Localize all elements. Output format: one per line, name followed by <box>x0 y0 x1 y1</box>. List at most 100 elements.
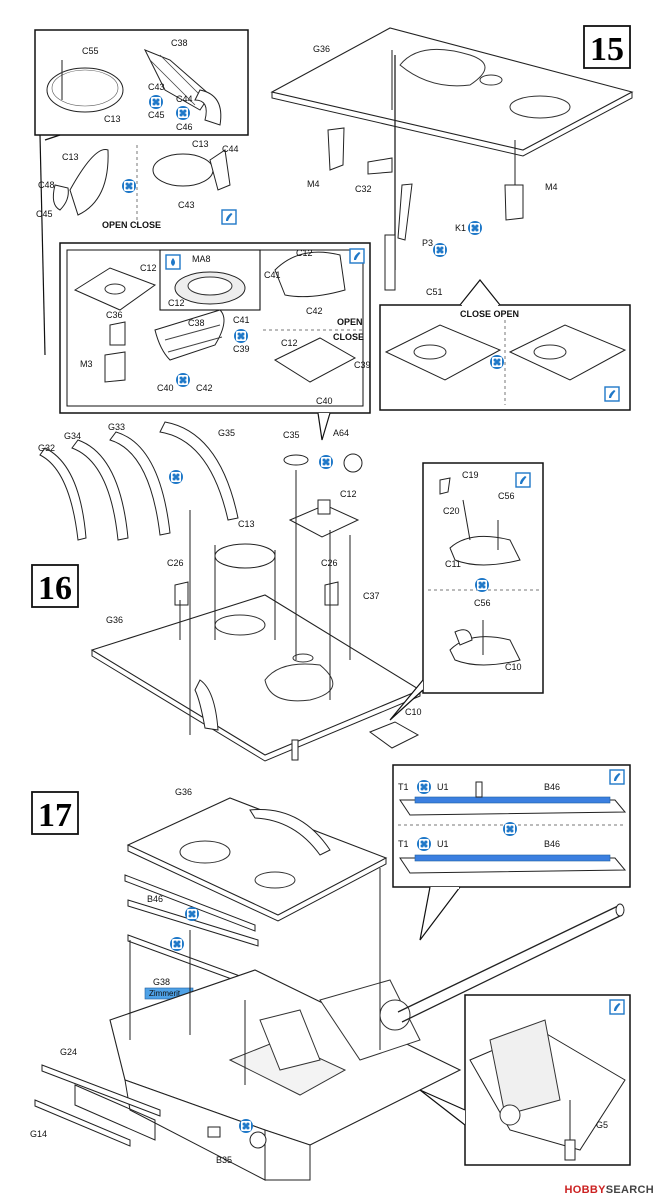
part-ma8-label: MA8 <box>192 254 211 264</box>
part-c13-label: C13 <box>192 139 209 149</box>
part-c35-label: C35 <box>283 430 300 440</box>
step-15-box <box>583 25 631 69</box>
cement-icon <box>176 373 190 387</box>
part-g5-label: G5 <box>596 1120 608 1130</box>
part-a64-label: A64 <box>333 428 349 438</box>
part-c44-label: C44 <box>176 94 193 104</box>
part-c26-label: C26 <box>167 558 184 568</box>
part-c37-label: C37 <box>363 591 380 601</box>
cement-icon <box>185 907 199 921</box>
part-c38-label: C38 <box>171 38 188 48</box>
part-c12-label: C12 <box>140 263 157 273</box>
part-m3-label: M3 <box>80 359 93 369</box>
part-c36-label: C36 <box>106 310 123 320</box>
part-p3-label: P3 <box>422 238 433 248</box>
part-c13-label: C13 <box>238 519 255 529</box>
cement-icon <box>503 822 517 836</box>
part-g33-label: G33 <box>108 422 125 432</box>
open-close-caption: OPEN CLOSE <box>102 220 161 230</box>
part-c55-label: C55 <box>82 46 99 56</box>
part-c45-label: C45 <box>148 110 165 120</box>
part-g32-label: G32 <box>38 443 55 453</box>
cement-icon <box>475 578 489 592</box>
watermark-rest: SEARCH <box>605 1184 654 1196</box>
part-c41-label: C41 <box>264 270 281 280</box>
part-c32-label: C32 <box>355 184 372 194</box>
part-u1-label: U1 <box>437 782 449 792</box>
part-g38-label: G38 <box>153 977 170 987</box>
part-c12-label: C12 <box>168 298 185 308</box>
part-c56-label: C56 <box>474 598 491 608</box>
part-b46-label: B46 <box>544 782 560 792</box>
paint-icon <box>609 999 625 1015</box>
open-label: OPEN <box>337 317 363 327</box>
part-g34-label: G34 <box>64 431 81 441</box>
step-17-box <box>31 791 79 835</box>
part-c10-label: C10 <box>405 707 422 717</box>
part-c19-label: C19 <box>462 470 479 480</box>
rail-b46-highlight <box>414 854 611 862</box>
part-c39-label: C39 <box>233 344 250 354</box>
part-c43-label: C43 <box>178 200 195 210</box>
cement-icon <box>122 179 136 193</box>
zimmerit-tag-text: Zimmerit <box>149 989 181 998</box>
cement-icon <box>176 106 190 120</box>
part-c10-label: C10 <box>505 662 522 672</box>
paint-icon <box>221 209 237 225</box>
part-b46-label: B46 <box>544 839 560 849</box>
part-c51-label: C51 <box>426 287 443 297</box>
paint-icon <box>515 472 531 488</box>
cement-icon <box>490 355 504 369</box>
cement-icon <box>234 329 248 343</box>
close-open-caption: CLOSE OPEN <box>460 309 519 319</box>
step-15-number: 15 <box>590 31 624 68</box>
part-c43-label: C43 <box>148 82 165 92</box>
part-g14-label: G14 <box>30 1129 47 1139</box>
part-b46-label: B46 <box>147 894 163 904</box>
step-16-box <box>31 564 79 608</box>
part-c39-label: C39 <box>354 360 371 370</box>
part-t1-label: T1 <box>398 839 409 849</box>
part-c12-label: C12 <box>296 248 313 258</box>
part-g36-label: G36 <box>313 44 330 54</box>
part-c40-label: C40 <box>316 396 333 406</box>
cement-icon <box>417 780 431 794</box>
cement-icon <box>169 470 183 484</box>
cement-icon <box>170 937 184 951</box>
part-k1-label: K1 <box>455 223 466 233</box>
part-g36-label: G36 <box>106 615 123 625</box>
part-g24-label: G24 <box>60 1047 77 1057</box>
cement-icon <box>239 1119 253 1133</box>
part-c46-label: C46 <box>176 122 193 132</box>
cement-icon <box>433 243 447 257</box>
part-c11-label: C11 <box>445 559 461 569</box>
part-u1-label: U1 <box>437 839 449 849</box>
part-c56-label: C56 <box>498 491 515 501</box>
part-c41-label: C41 <box>233 315 250 325</box>
part-c26-label: C26 <box>321 558 338 568</box>
cement-icon <box>149 95 163 109</box>
part-c48-label: C48 <box>38 180 55 190</box>
part-t1-label: T1 <box>398 782 409 792</box>
step-16-number: 16 <box>38 570 72 607</box>
step-17-number: 17 <box>38 797 72 834</box>
glue-drop-icon <box>165 254 181 270</box>
watermark-brand: HOBBY <box>564 1184 606 1196</box>
close-label: CLOSE <box>333 332 364 342</box>
part-m4-label: M4 <box>545 182 558 192</box>
part-c13-label: C13 <box>62 152 79 162</box>
part-c42-label: C42 <box>196 383 213 393</box>
cement-icon <box>468 221 482 235</box>
part-c38-label: C38 <box>188 318 205 328</box>
part-c40-label: C40 <box>157 383 174 393</box>
part-c12-label: C12 <box>281 338 298 348</box>
part-m4-label: M4 <box>307 179 320 189</box>
cement-icon <box>417 837 431 851</box>
hull-plate-g36 <box>90 594 422 756</box>
part-c45-label: C45 <box>36 209 53 219</box>
paint-icon <box>609 769 625 785</box>
part-b35-label: B35 <box>216 1155 232 1165</box>
paint-icon <box>349 248 365 264</box>
